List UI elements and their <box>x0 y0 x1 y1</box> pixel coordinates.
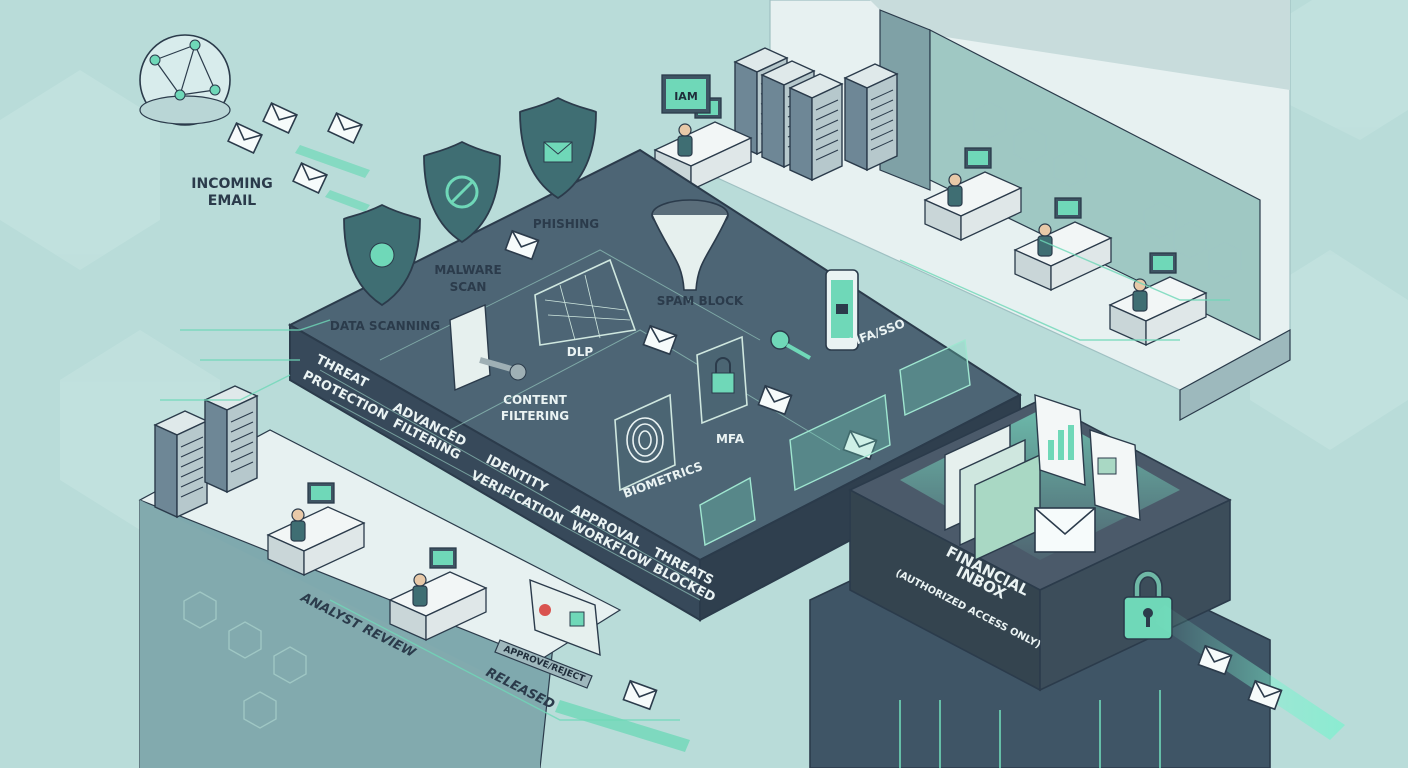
incoming-email-label-2: EMAIL <box>208 193 257 209</box>
mfa-label: MFA <box>716 432 745 446</box>
circuit-lines <box>160 239 1230 721</box>
svg-text:IAM: IAM <box>674 90 698 103</box>
shield-icon <box>343 203 421 307</box>
shield-icon <box>519 96 597 200</box>
content-filtering-label-1: CONTENT <box>503 393 567 407</box>
incoming-envelopes <box>227 102 370 212</box>
data-scanning-label: DATA SCANNING <box>330 319 440 333</box>
malware-scan-label-2: SCAN <box>450 280 487 294</box>
top-workstation: IAM <box>654 74 752 191</box>
malware-scan-label-1: MALWARE <box>434 263 501 277</box>
dlp-label: DLP <box>567 345 594 359</box>
folder-icon <box>944 423 1041 562</box>
chart-doc-icon <box>1034 394 1141 521</box>
globe-icon <box>139 34 231 126</box>
identity-panels <box>699 338 971 547</box>
net-icon <box>534 258 637 346</box>
spam-block-label: SPAM BLOCK <box>657 294 744 308</box>
phone-icon <box>825 269 859 351</box>
financial-inbox-block <box>809 394 1345 768</box>
approve-panel <box>529 578 601 657</box>
padlock-icon <box>696 335 748 425</box>
fingerprint-icon <box>614 393 676 492</box>
content-filtering-label-2: FILTERING <box>501 409 569 423</box>
funnel-icon <box>651 199 729 291</box>
approve-reject-badge <box>494 639 593 689</box>
envelope-icon <box>1034 507 1096 553</box>
shield-icon <box>423 140 501 244</box>
scroll-icon <box>449 303 527 392</box>
key-icon <box>770 330 811 360</box>
analyst-platform <box>138 429 622 768</box>
phishing-label: PHISHING <box>533 217 599 231</box>
incoming-email-label-1: INCOMING <box>191 176 272 192</box>
